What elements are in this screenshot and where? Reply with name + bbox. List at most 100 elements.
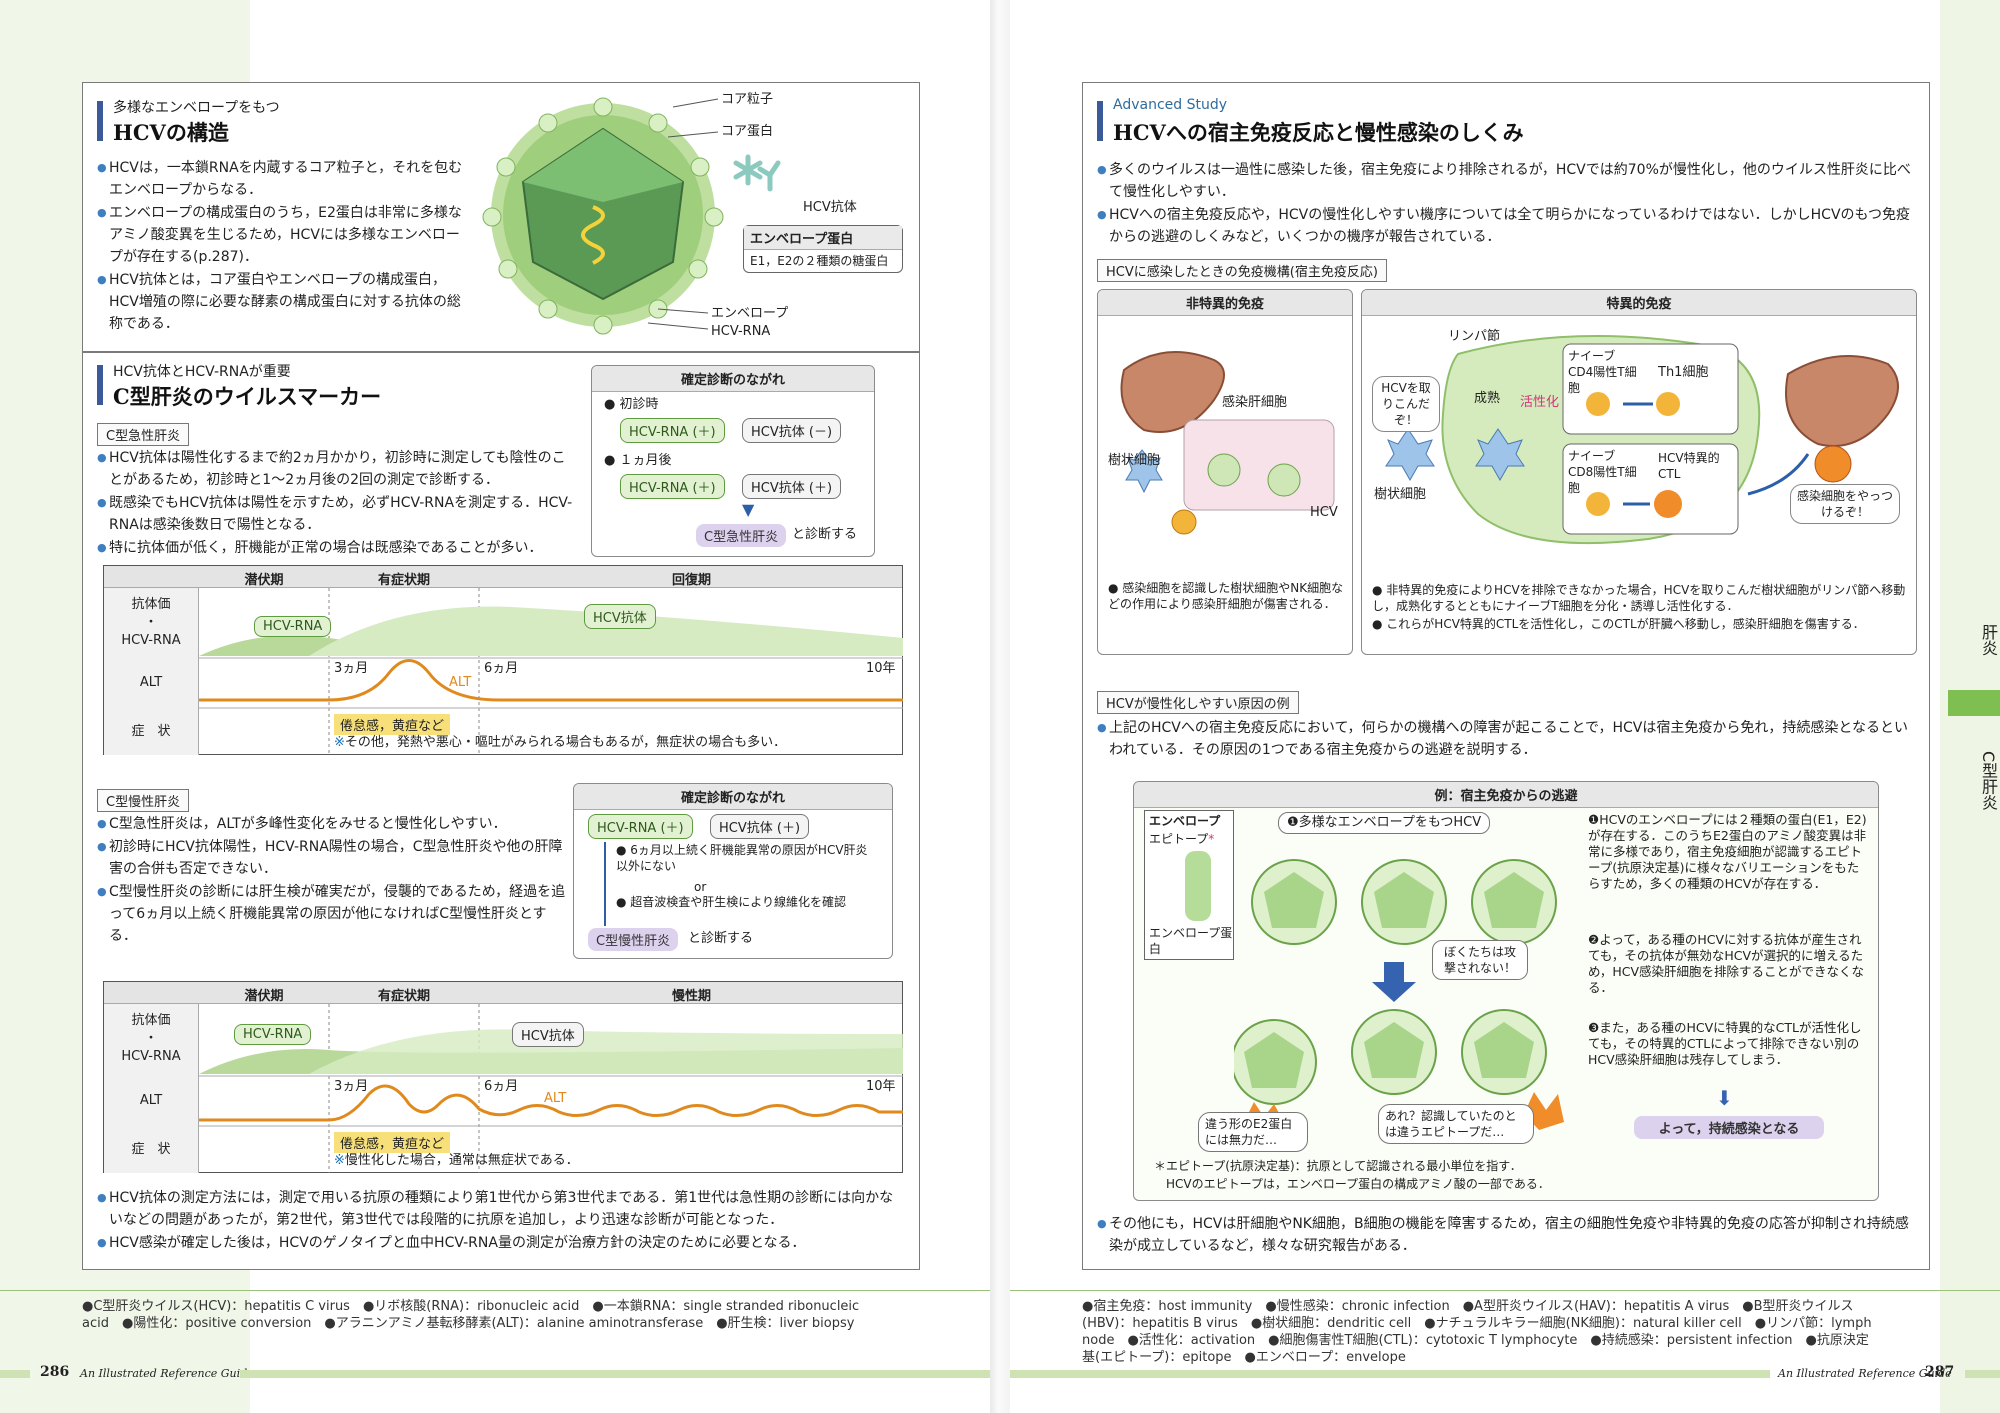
down-arrow-icon: ⬇ [1716,1086,1733,1110]
bullet: HCV感染が確定した後は，HCVのゲノタイプと血中HCV-RNA量の測定が治療方… [97,1232,907,1254]
callout-title: エンベロープ蛋白 [744,226,902,250]
nonspecific-note-text: 感染細胞を認識した樹状細胞やNK細胞などの作用により感染肝細胞が傷害される． [1108,581,1344,611]
immune-escape-box: 例：宿主免疫からの逃避 エンベロープ エピトープ* エンベロープ蛋白 ❶多様なエ… [1133,781,1879,1201]
speech-attack: 感染細胞をやっつけるぞ！ [1790,484,1900,524]
label-envelope-protein: エンベロープ蛋白 [1149,926,1233,956]
bullet: エンベロープの構成蛋白のうち，E2蛋白は非常に多様なアミノ酸変異を生じるため，H… [97,202,463,268]
bullet: HCVは，一本鎖RNAを内蔵するコア粒子と，それを包むエンベロープからなる． [97,157,463,201]
label-alt-curve: ALT [449,675,472,690]
bullet: 多くのウイルスは一過性に感染した後，宿主免疫により排除されるが，HCVでは約70… [1097,159,1913,203]
glossary-line: 基(エピトープ)：epitope ●エンベロープ：envelope [1082,1350,1406,1365]
pill-antibody-negative: HCV抗体 (－) [742,418,842,443]
pill-chronic-dx: C型慢性肝炎 [588,928,679,951]
escape-note-2: ❷よって，ある種のHCVに対する抗体が産生されても，その抗体が無効なHCVが選択… [1588,932,1865,995]
criterion-2-text: 超音波検査や肝生検により線維化を確認 [630,895,847,909]
glossary-line: ●宿主免疫：host immunity ●慢性感染：chronic infect… [1082,1299,1854,1314]
phase-latent: 潜伏期 [244,573,284,588]
chronic-timeline: 潜伏期 有症状期 慢性期 抗体価 ・ HCV-RNA ALT 症 状 HCV-R… [103,981,903,1173]
box-header: 特異的免疫 [1362,290,1916,316]
advanced-study-panel: Advanced Study HCVへの宿主免疫反応と慢性感染のしくみ 多くのウ… [1082,82,1930,1270]
virus-marker-panel: HCV抗体とHCV-RNAが重要 C型肝炎のウイルスマーカー C型急性肝炎 HC… [82,352,920,1270]
bullet: その他にも，HCVは肝細胞やNK細胞，B細胞の機能を障害するため，宿主の細胞性免… [1097,1213,1913,1257]
symptom-box: 倦怠感，黄疸など [334,1132,451,1153]
section-subtitle: 多様なエンベロープをもつ [113,100,280,116]
label-mature: 成熟 [1474,391,1501,406]
label-10-years: 10年 [866,661,896,676]
side-tab-marker [1948,690,2000,716]
pill-rna-positive-2: HCV-RNA (＋) [620,474,725,499]
label-hcv-rna-curve: HCV-RNA [234,1024,312,1045]
label-dendritic-cell: 樹状細胞 [1108,453,1161,468]
timeline-header [104,982,902,1004]
row-label-1c: HCV-RNA [121,633,181,648]
envelope-protein-shape [1185,851,1211,921]
intro-bullets: 多くのウイルスは一過性に感染した後，宿主免疫により排除されるが，HCVでは約70… [1097,159,1913,249]
acute-bullets: HCV抗体は陽性化するまで約2ヵ月かかり，初診時に測定しても陰性のことがあるため… [97,447,575,560]
bullet: HCVへの宿主免疫反応や，HCVの慢性化しやすい機序については全て明らかになって… [1097,204,1913,248]
criterion-2: ● 超音波検査や肝生検により線維化を確認 [616,895,847,909]
label-hcv-ab-curve: HCV抗体 [584,604,656,629]
bullet: 上記のHCVへの宿主免疫反応において，何らかの機構への障害が起こることで，HCV… [1097,717,1913,761]
specific-note-2-text: これらがHCV特異的CTLを活性化し，このCTLが肝臓へ移動し，感染肝細胞を傷害… [1386,617,1865,631]
footer-rule [1010,1290,2000,1291]
section-subtitle: HCV抗体とHCV-RNAが重要 [113,364,291,380]
phase-chronic: 慢性期 [671,989,711,1004]
note-mark: ※ [334,735,345,750]
escape-note-1: ❶HCVのエンベロープには２種類の蛋白(E1，E2)が存在する．このうちE2蛋白… [1588,812,1867,891]
label-10-years: 10年 [866,1079,896,1094]
glossary-line: (HBV)：hepatitis B virus ●樹状細胞：dendritic … [1082,1316,1872,1331]
bullet: 特に抗体価が低く，肝機能が正常の場合は既感染であることが多い． [97,537,575,559]
label-core-particle: コア粒子 [721,92,774,107]
label-6-months: 6ヵ月 [484,661,519,676]
label-dendritic-cell: 樹状細胞 [1374,487,1427,502]
glossary-line: ●C型肝炎ウイルス(HCV)：hepatitis C virus ●リボ核酸(R… [82,1299,860,1314]
section-bar [1097,101,1103,141]
label-3-months: 3ヵ月 [334,1079,369,1094]
page-number: 287 [1925,1364,1955,1380]
page-accent [1965,1370,2000,1378]
row-alt: ALT [104,658,199,708]
label-hcv-rna: HCV-RNA [711,324,771,339]
bullet: HCV抗体の測定方法には，測定で用いる抗原の種類により第1世代から第3世代まであ… [97,1187,907,1231]
label-lymph-node: リンパ節 [1448,329,1501,344]
phase-symptomatic: 有症状期 [377,989,430,1004]
guide-title: An Illustrated Reference Guide [80,1367,254,1380]
criterion-1-text: 6ヵ月以上続く肝機能異常の原因がHCV肝炎以外にない [616,843,868,873]
bullet: 既感染でもHCV抗体は陽性を示すため，必ずHCV-RNAを測定する．HCV-RN… [97,492,575,536]
epitope-definition-1-text: ＊エピトープ(抗原決定基)：抗原として認識される最小単位を指す． [1154,1159,1522,1173]
result-pill: よって，持続感染となる [1634,1116,1824,1139]
label-envelope: エンベロープ [1149,814,1221,828]
label-specific-ctl: HCV特異的CTL [1658,451,1720,481]
glossary-line: node ●活性化：activation ●細胞傷害性T細胞(CTL)：cyto… [1082,1333,1869,1348]
pill-antibody-positive: HCV抗体 (＋) [710,814,810,839]
escape-note-3: ❸また，ある種のHCVに特異的なCTLが活性化しても，その特異的CTLによって排… [1588,1020,1862,1067]
pill-rna-positive: HCV-RNA (＋) [588,814,693,839]
epitope-mark: * [1208,832,1215,846]
criterion-1: ● 6ヵ月以上続く肝機能異常の原因がHCV肝炎以外にない [616,843,868,873]
label-envelope: エンベロープ [711,306,789,321]
epitope-definition-2: HCVのエピトープは，エンベロープ蛋白の構成アミノ酸の一部である． [1166,1177,1550,1191]
section-subtitle: Advanced Study [1113,97,1228,113]
guide-title: An Illustrated Reference Guide [1778,1367,1952,1380]
page-number: 286 [40,1364,70,1380]
specific-note-2: ● これらがHCV特異的CTLを活性化し，このCTLが肝臓へ移動し，感染肝細胞を… [1372,617,1865,631]
page-accent-line [240,1370,990,1378]
measurement-bullets: HCV抗体の測定方法には，測定で用いる抗原の種類により第1世代から第3世代まであ… [97,1187,907,1255]
pill-antibody-positive: HCV抗体 (＋) [742,474,842,499]
box-header: 例：宿主免疫からの逃避 [1134,782,1878,808]
row-label-1b: ・ [144,1031,158,1046]
chronic-hepatitis-tag: C型慢性肝炎 [97,789,190,812]
bullet: C型急性肝炎は，ALTが多峰性変化をみせると慢性化しやすい． [97,813,567,835]
callout-text: E1，E2の２種類の糖蛋白 [750,254,889,268]
phase-latent: 潜伏期 [244,989,284,1004]
flow-header: 確定診断のながれ [574,784,892,810]
chronic-timeline-curves [199,1004,903,1173]
bullet: HCV抗体とは，コア蛋白やエンベロープの構成蛋白，HCV増殖の際に必要な酵素の構… [97,269,463,335]
bullet: HCV抗体は陽性化するまで約2ヵ月かかり，初診時に測定しても陰性のことがあるため… [97,447,575,491]
timeline-header [104,566,902,588]
row-label-1a: 抗体価 [131,1013,171,1028]
hcv-virion-illustration [482,97,781,335]
label-hcv-rna-curve: HCV-RNA [254,616,332,637]
row-antibody-rna: 抗体価 ・ HCV-RNA [104,1004,199,1076]
